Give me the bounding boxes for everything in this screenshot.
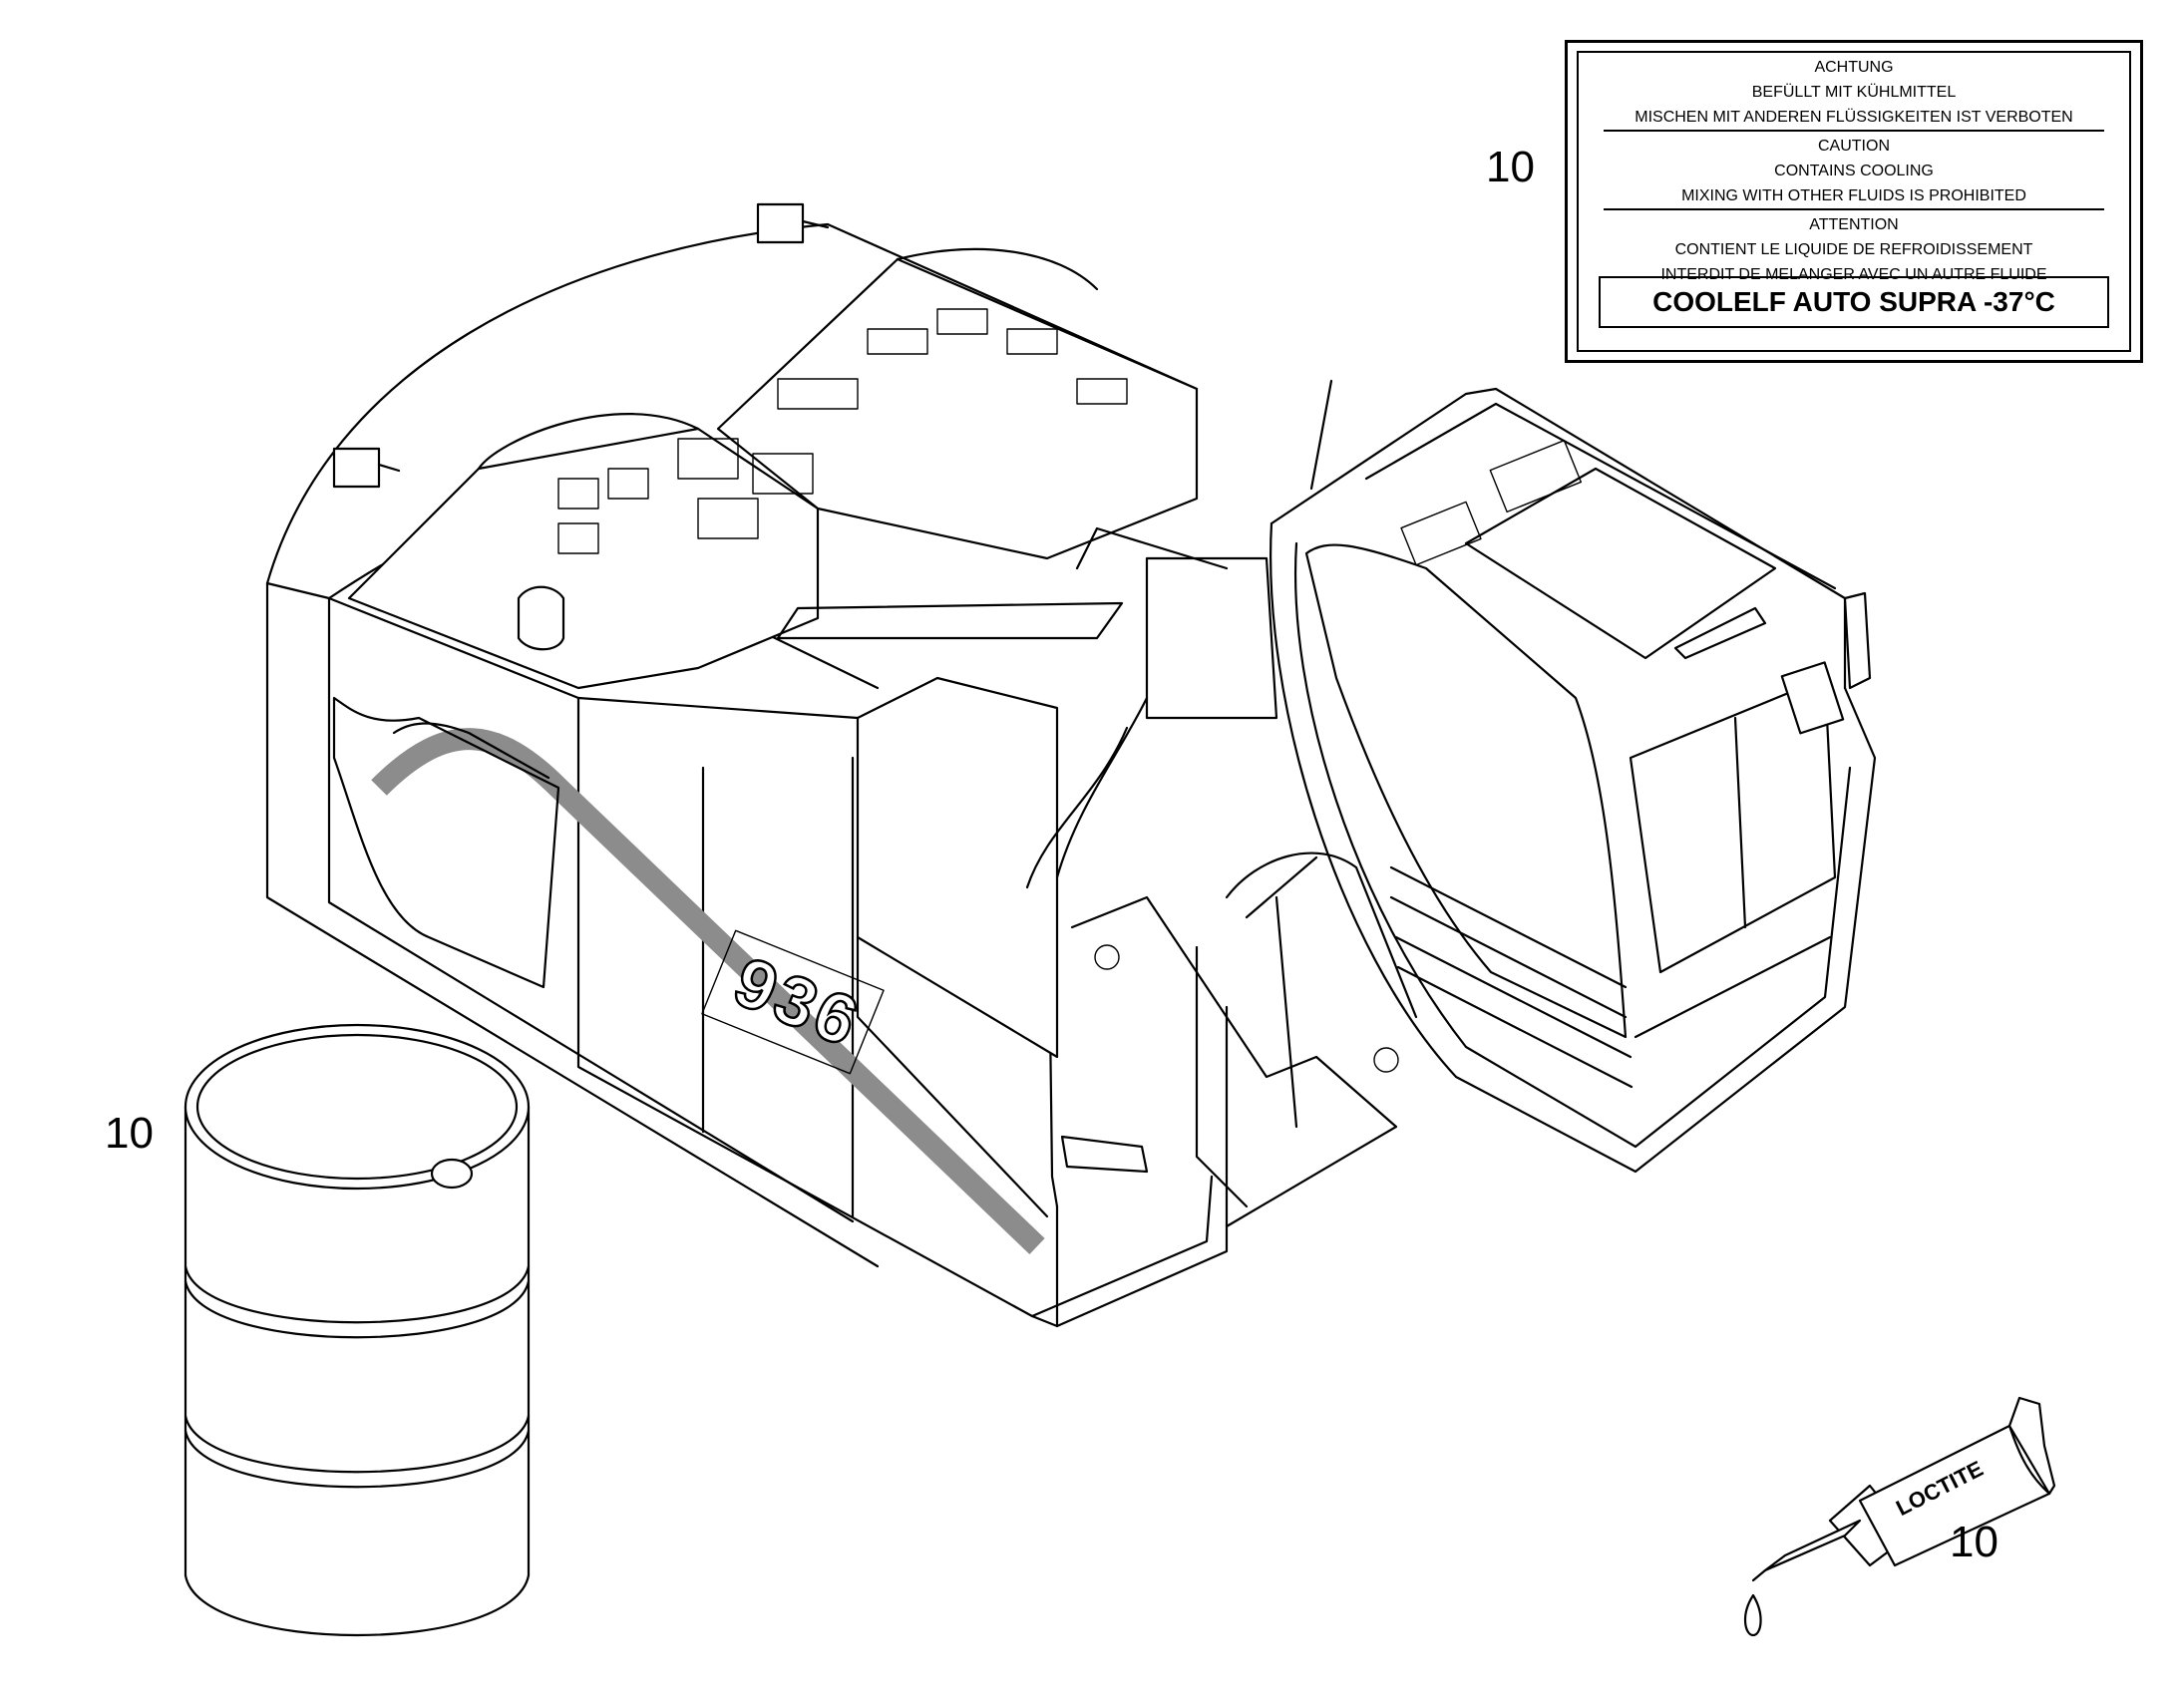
callout-tube: 10 <box>1950 1518 1998 1566</box>
warning-de-line: MISCHEN MIT ANDEREN FLÜSSIGKEITEN IST VE… <box>1635 109 2073 126</box>
callout-label: 10 <box>1486 143 1535 191</box>
warning-de-line: BEFÜLLT MIT KÜHLMITTEL <box>1751 84 1957 101</box>
callout-drum: 10 <box>105 1109 154 1158</box>
hood-louvres <box>557 308 1128 554</box>
coolant-warning-label: ACHTUNG BEFÜLLT MIT KÜHLMITTEL MISCHEN M… <box>1565 40 2143 363</box>
warning-fr-heading: ATTENTION <box>1809 216 1899 233</box>
warning-block-de: ACHTUNG BEFÜLLT MIT KÜHLMITTEL MISCHEN M… <box>1579 53 2129 130</box>
warning-en-line: MIXING WITH OTHER FLUIDS IS PROHIBITED <box>1681 187 2026 204</box>
warning-block-fr: ATTENTION CONTIENT LE LIQUIDE DE REFROID… <box>1604 208 2104 287</box>
warning-label-frame: ACHTUNG BEFÜLLT MIT KÜHLMITTEL MISCHEN M… <box>1577 51 2131 352</box>
coolant-product-name: COOLELF AUTO SUPRA -37°C <box>1599 276 2109 328</box>
loctite-tube-illustration <box>1744 1396 2056 1637</box>
warning-de-heading: ACHTUNG <box>1814 59 1894 76</box>
warning-block-en: CAUTION CONTAINS COOLING MIXING WITH OTH… <box>1604 130 2104 208</box>
warning-en-heading: CAUTION <box>1818 138 1890 155</box>
excavator-upperstructure <box>265 202 1418 1328</box>
warning-fr-line: INTERDIT DE MELANGER AVEC UN AUTRE FLUID… <box>1660 266 2047 283</box>
warning-fr-line: CONTIENT LE LIQUIDE DE REFROIDISSEMENT <box>1674 241 2033 258</box>
operator-cab <box>1270 379 1877 1174</box>
work-light <box>332 447 401 489</box>
warning-en-line: CONTAINS COOLING <box>1774 163 1934 179</box>
work-light <box>756 202 830 244</box>
oil-drum-illustration <box>183 1023 531 1637</box>
